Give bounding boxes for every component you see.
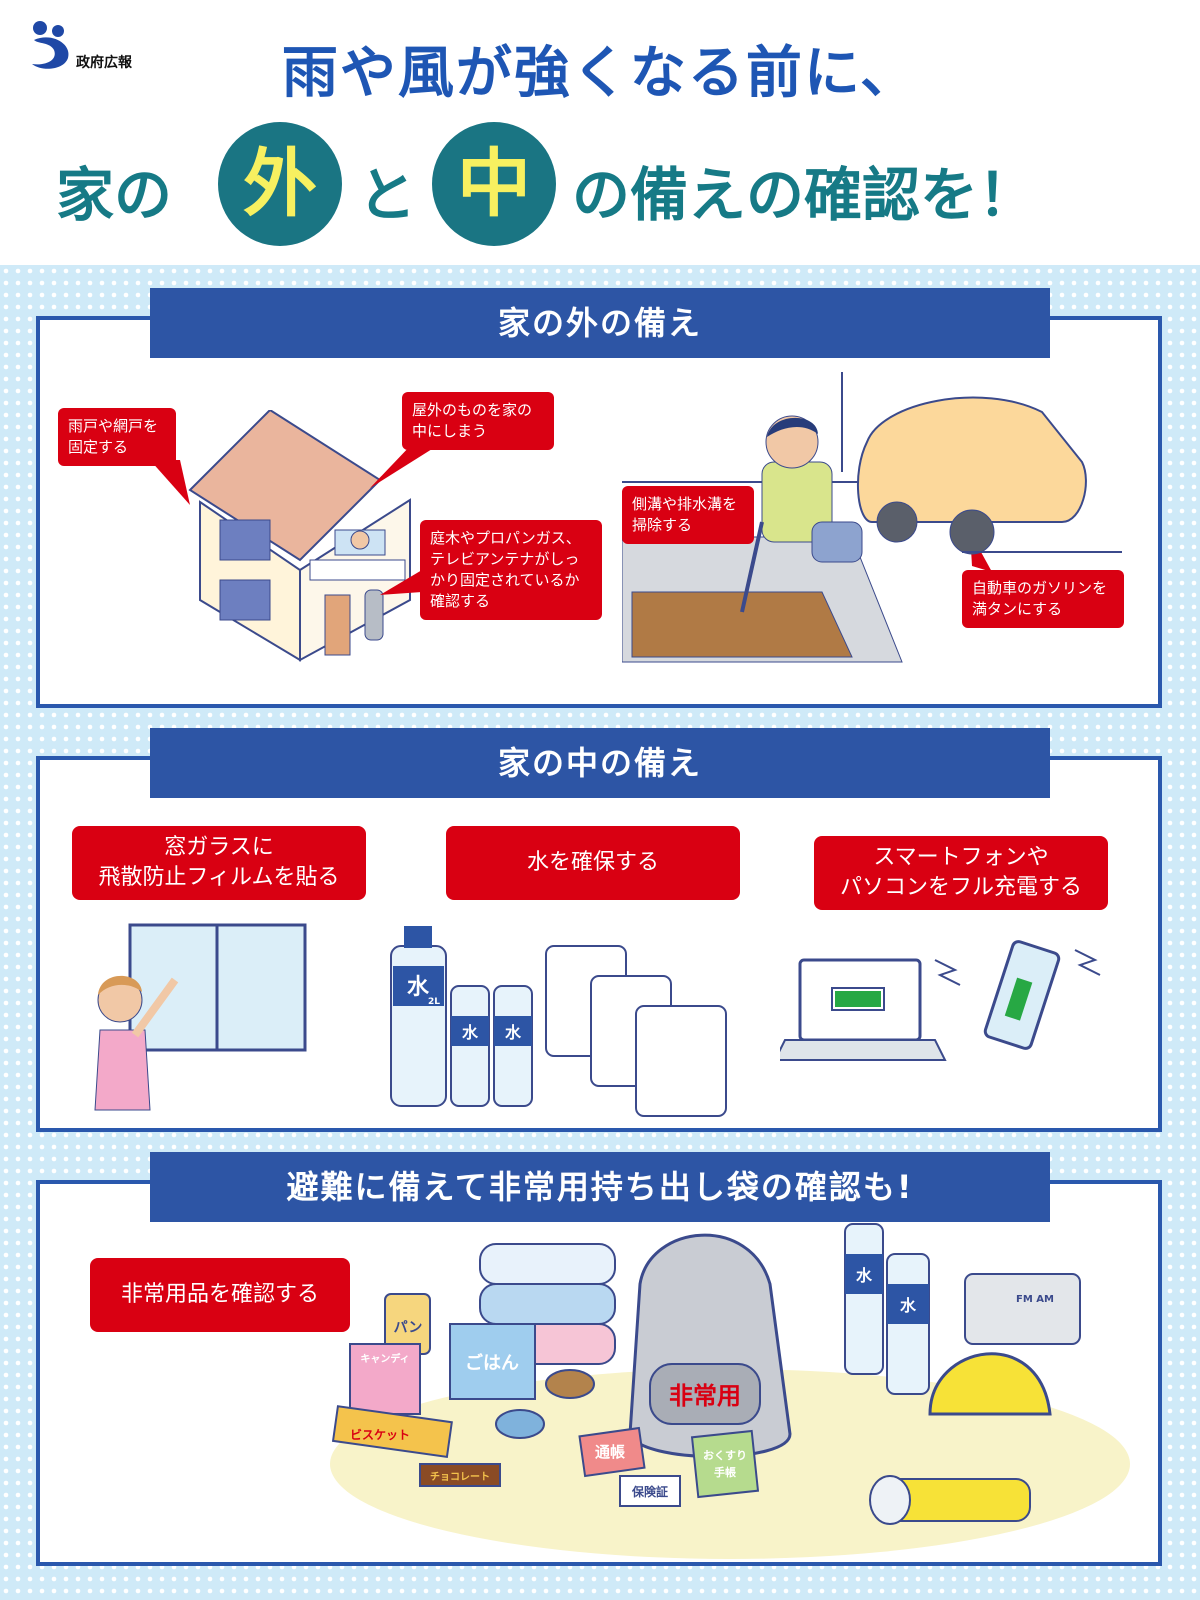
callout-store-items: 屋外のものを家の 中にしまう	[402, 392, 554, 450]
water-illustration: 水 2L 水 水	[390, 926, 727, 1117]
title-circle-outside: 外	[218, 122, 342, 246]
water-big-label: 水	[407, 975, 430, 1000]
callout-fill-gas: 自動車のガソリンを 満タンにする	[962, 570, 1124, 628]
title-circle-inside: 中	[432, 122, 556, 246]
devices-illustration	[780, 940, 1101, 1061]
box-charge-devices: スマートフォンや パソコンをフル充電する	[814, 836, 1108, 910]
emergency-panel-title: 避難に備えて非常用持ち出し袋の確認も!	[150, 1152, 1050, 1222]
candy-label: キャンディ	[360, 1352, 409, 1365]
water-label-1: 水	[856, 1266, 873, 1285]
inside-panel: 窓ガラスに 飛散防止フィルムを貼る 水を確保する スマートフォンや パソコンをフ…	[36, 756, 1162, 1132]
main-title-line2: 家の 外 と 中 の備えの確認を！	[40, 122, 1170, 246]
callout-secure-items: 庭木やプロパンガス、 テレビアンテナがしっ かり固定されているか 確認する	[420, 520, 602, 620]
tsucho-label: 通帳	[595, 1443, 625, 1461]
gov-logo-icon	[32, 21, 69, 69]
radio-label: FM AM	[1016, 1294, 1054, 1305]
title-part-a: 家の	[56, 161, 173, 229]
okusuri-label-1: おくすり	[703, 1449, 747, 1462]
box-check-supplies: 非常用品を確認する	[90, 1258, 350, 1332]
house-illustration	[188, 410, 411, 662]
callout-clean-ditch: 側溝や排水溝を 掃除する	[622, 486, 754, 544]
water-2l-label: 2L	[428, 997, 440, 1007]
ditch-car-illustration	[622, 372, 1122, 663]
okusuri-label-2: 手帳	[714, 1465, 736, 1479]
title-part-c: の備えの確認を！	[572, 161, 1037, 229]
outside-panel: 雨戸や網戸を 固定する 屋外のものを家の 中にしまう 庭木やプロパンガス、 テレ…	[36, 316, 1162, 708]
water-small-label-2: 水	[505, 1023, 522, 1042]
outside-panel-title: 家の外の備え	[150, 288, 1050, 358]
box-window-film: 窓ガラスに 飛散防止フィルムを貼る	[72, 826, 366, 900]
biscuit-label: ビスケット	[350, 1427, 410, 1442]
window-illustration	[94, 923, 307, 1111]
pan-label: パン	[394, 1320, 423, 1336]
main-title-line1: 雨や風が強くなる前に、	[281, 41, 919, 106]
title-part-b: と	[358, 161, 417, 229]
callout-shutters: 雨戸や網戸を 固定する	[58, 408, 176, 466]
logo-text: 政府広報	[76, 55, 132, 71]
bag-label: 非常用	[669, 1382, 741, 1410]
water-small-label-1: 水	[462, 1023, 479, 1042]
hoken-label: 保険証	[631, 1484, 668, 1499]
water-label-2: 水	[900, 1296, 917, 1315]
inside-panel-title: 家の中の備え	[150, 728, 1050, 798]
choco-label: チョコレート	[430, 1471, 490, 1483]
box-water: 水を確保する	[446, 826, 740, 900]
header: 政府広報 雨や風が強くなる前に、 家の 外 と 中 の備えの確認を！	[0, 0, 1200, 265]
emergency-panel: 非常用品を確認する 非常用 パン キャンディ ごはん ビスケット チョコレート …	[36, 1180, 1162, 1566]
gov-logo: 政府広報	[28, 20, 148, 76]
emergency-supplies-illustration: 非常用 パン キャンディ ごはん ビスケット チョコレート 通帳 保険証 おくす…	[330, 1223, 1130, 1559]
gohan-label: ごはん	[465, 1352, 519, 1374]
